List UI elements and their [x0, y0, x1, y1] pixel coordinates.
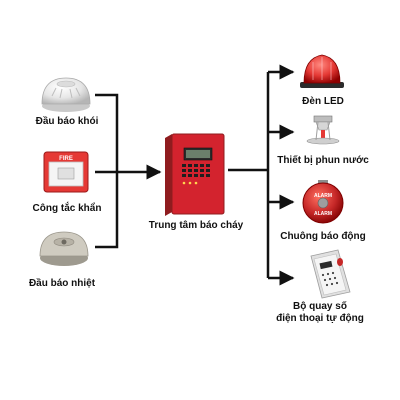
smoke-detector-icon: [41, 77, 91, 112]
output-connectors: [228, 64, 295, 286]
manual-call-point-label: Công tắc khẩn: [32, 203, 102, 214]
heat-detector-label: Đầu báo nhiệt: [28, 278, 96, 289]
led-beacon-icon: [300, 54, 344, 88]
auto-dialer-label: Bộ quay số điện thoại tự động: [265, 301, 375, 325]
auto-dialer-label-line2: điện thoại tự động: [276, 313, 364, 324]
alarm-bell-text: ALARM: [314, 193, 332, 199]
fire-alarm-control-panel-icon: [165, 133, 225, 216]
heat-detector-icon: [39, 231, 89, 266]
alarm-bell-text-lower: ALARM: [314, 211, 332, 217]
fire-sign-text: FIRE: [59, 156, 73, 162]
control-panel-label: Trung tâm báo cháy: [148, 220, 244, 231]
input-connectors: [95, 93, 162, 249]
sprinkler-label: Thiết bị phun nước: [277, 155, 369, 166]
alarm-bell-label: Chuông báo động: [280, 231, 366, 242]
smoke-detector-label: Đầu báo khói: [35, 116, 99, 127]
manual-call-point-icon: FIRE: [43, 151, 89, 193]
auto-dialer-icon: [310, 249, 351, 299]
sprinkler-icon: [306, 115, 340, 145]
alarm-bell-icon: ALARM ALARM: [302, 180, 344, 224]
auto-dialer-label-line1: Bộ quay số: [293, 301, 347, 312]
led-light-label: Đèn LED: [302, 96, 344, 107]
